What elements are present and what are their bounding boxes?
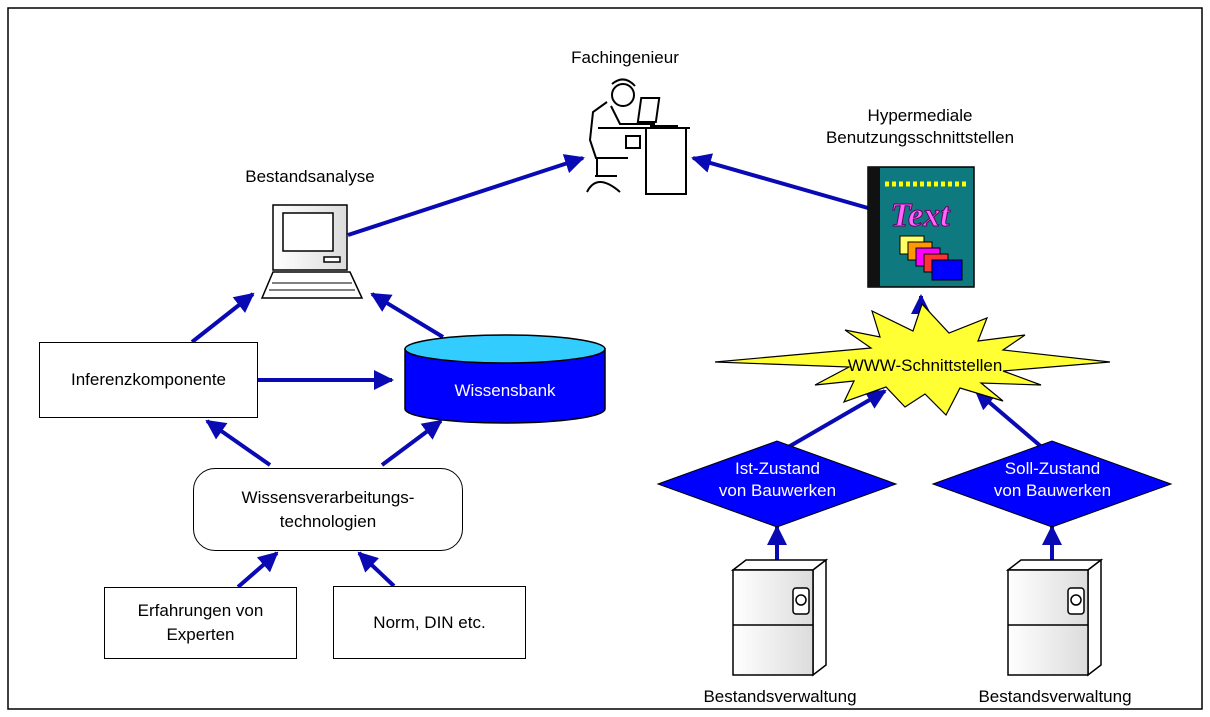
soll-zustand-label: Soll-Zustand von Bauwerken (975, 458, 1130, 502)
soll-zustand-line2: von Bauwerken (993, 481, 1112, 500)
arrow-wissensbank-to-computer (370, 292, 445, 339)
hypermedia-book-icon (867, 166, 975, 288)
inferenzkomponente-box: Inferenzkomponente (39, 342, 258, 418)
erfahrungen-label-line1: Erfahrungen von (137, 601, 264, 620)
bestandsanalyse-label: Bestandsanalyse (245, 167, 375, 186)
wissensbank-database (404, 334, 606, 424)
server-icon-1 (730, 558, 829, 677)
soll-zustand-diamond-shape (931, 440, 1173, 528)
server-icon-2 (1005, 558, 1104, 677)
wissensverarbeitung-box: Wissensverarbeitungs- technologien (193, 468, 463, 551)
ist-zustand-line1: Ist-Zustand (734, 459, 821, 478)
arrow-inferenz-to-computer (190, 292, 255, 344)
arrow-soll-to-www (974, 389, 1053, 457)
erfahrungen-label-line2: Experten (166, 625, 235, 644)
norm-din-box: Norm, DIN etc. (333, 586, 526, 659)
soll-zustand-line1: Soll-Zustand (1004, 459, 1101, 478)
arrow-tech-to-wissensbank (380, 419, 443, 467)
outer-border (7, 7, 1203, 710)
inferenzkomponente-label: Inferenzkomponente (71, 370, 226, 389)
book-text-label: Text (890, 197, 951, 234)
hypermedia-label: Hypermediale Benutzungsschnittstellen (810, 105, 1030, 149)
bestandsverwaltung-label-2: Bestandsverwaltung (978, 687, 1132, 706)
arrow-computer-to-engineer (347, 154, 585, 237)
www-star-burst (714, 302, 1111, 417)
ist-zustand-diamond-shape (656, 440, 898, 528)
arrow-ist-to-www (776, 389, 887, 455)
norm-din-label: Norm, DIN etc. (373, 612, 486, 632)
wissensverarbeitung-label-line1: Wissensverarbeitungs- (241, 487, 415, 507)
arrow-erfahrungen-to-tech (236, 551, 279, 589)
wissensverarbeitung-label-line2: technologien (279, 511, 377, 531)
hypermedia-label-line1: Hypermediale (867, 106, 973, 125)
ist-zustand-line2: von Bauwerken (718, 481, 837, 500)
bestandsverwaltung-label-1: Bestandsverwaltung (703, 687, 857, 706)
hypermedia-label-line2: Benutzungsschnittstellen (825, 128, 1015, 147)
arrow-tech-to-inferenz (205, 419, 272, 467)
erfahrungen-box: Erfahrungen von Experten (104, 587, 297, 659)
engineer-icon (586, 78, 690, 195)
fachingenieur-label: Fachingenieur (571, 48, 679, 67)
arrow-norm-to-tech (357, 551, 396, 588)
computer-icon (260, 204, 364, 299)
arrow-book-to-engineer (691, 153, 869, 210)
ist-zustand-label: Ist-Zustand von Bauwerken (700, 458, 855, 502)
wissensbank-label: Wissensbank (454, 381, 556, 400)
arrows (190, 153, 1062, 589)
www-schnittstellen-label: WWW-Schnittstellen (847, 356, 1003, 375)
